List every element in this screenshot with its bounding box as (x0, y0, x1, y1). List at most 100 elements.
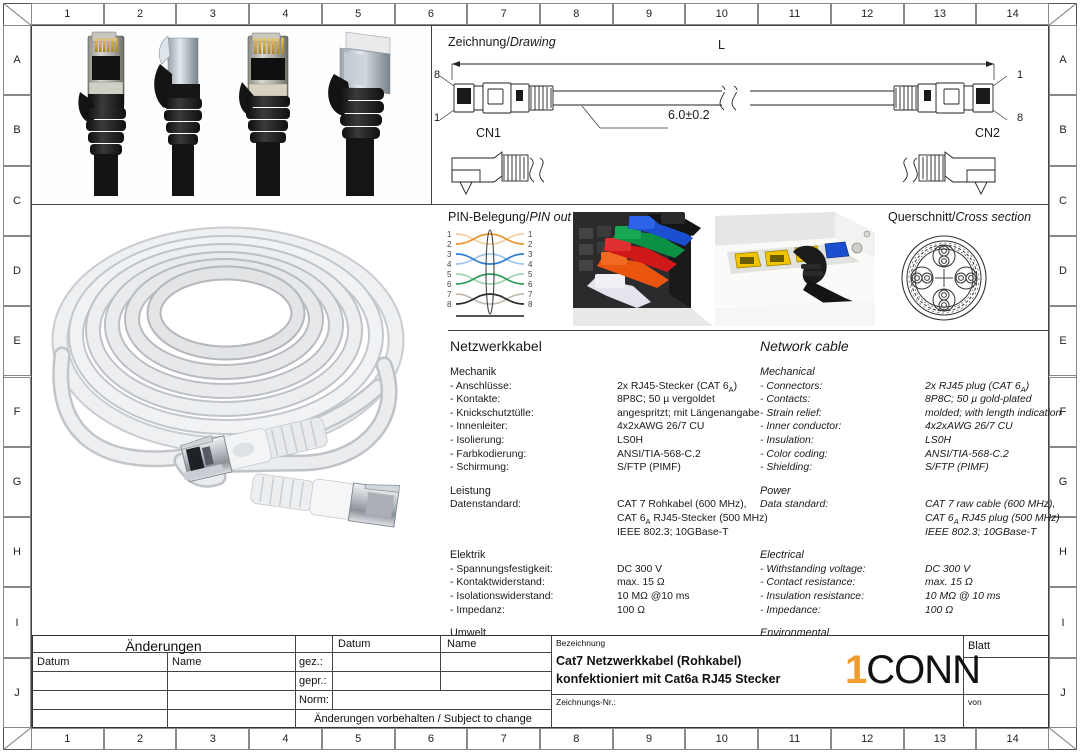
grid-ref-col-11: 11 (758, 728, 831, 750)
tb-hline-1 (32, 671, 295, 672)
tb-hline-drawing-no (551, 694, 1049, 695)
spec-row-value: ANSI/TIA-568-C.2 (617, 448, 701, 460)
drawing-section-title: Zeichnung/Drawing (448, 35, 556, 49)
tb-hline-gez (295, 671, 551, 672)
grid-ref-row-F: F (3, 376, 31, 447)
spec-group-title: Mechanical (760, 366, 815, 378)
tb-hline-3 (32, 709, 295, 710)
grid-ref-col-12: 12 (830, 3, 904, 25)
spec-row-label: - Knickschutztülle: (450, 407, 534, 419)
tb-norm-label: Norm: (299, 694, 329, 706)
spec-row-value: 10 MΩ @10 ms (617, 591, 690, 602)
grid-ref-row-H: H (1049, 517, 1077, 588)
logo-numeral-one: 1 (845, 648, 867, 692)
spec-row-label: - Contacts: (760, 394, 811, 406)
pin-label-cn2-bottom: 8 (1017, 112, 1024, 124)
grid-ref-col-7: 7 (467, 728, 540, 750)
spec-row-label: - Color coding: (760, 448, 828, 460)
svg-text:3: 3 (447, 250, 452, 259)
spec-row-value: max. 15 Ω (925, 577, 973, 589)
svg-text:6: 6 (528, 280, 533, 289)
spec-row-label: - Isolierung: (450, 435, 505, 446)
tb-hline-changes (32, 652, 295, 653)
cable-assembly-drawing (439, 61, 1008, 196)
svg-text:5: 5 (447, 270, 452, 279)
grid-ref-col-5: 5 (321, 3, 395, 25)
spec-row-label: - Isolationswiderstand: (450, 591, 554, 602)
pinout-title-en: PIN out (529, 210, 571, 224)
length-dimension-label: L (718, 38, 725, 52)
grid-ref-col-13: 13 (903, 728, 977, 750)
tb-hline-blatt (963, 657, 1049, 658)
spec-row-label: - Contact resistance: (760, 577, 856, 589)
grid-ref-col-4: 4 (249, 3, 322, 25)
spec-row-label: - Kontakte: (450, 394, 501, 406)
tb-hline-2 (32, 690, 295, 691)
svg-text:2: 2 (447, 240, 452, 249)
cross-section-title: Querschnitt/Cross section (888, 210, 1031, 224)
spec-group-title: Elektrik (450, 549, 486, 562)
spec-row-label: - Schirmung: (450, 462, 509, 474)
connector-2-label: CN2 (975, 126, 1001, 140)
tb-blatt-label: Blatt (968, 640, 991, 652)
spec-row-value: molded; with length indication (925, 407, 1062, 419)
vertical-divider-drawing (431, 26, 432, 204)
grid-ref-col-3: 3 (176, 3, 250, 25)
router-ports-photo (715, 212, 875, 326)
drawing-title-en: Drawing (509, 35, 556, 49)
spec-row-label: - Impedance: (760, 604, 821, 616)
grid-ref-col-5: 5 (321, 728, 395, 750)
spec-row-label: - Anschlüsse: (450, 380, 512, 392)
spec-row-label: - Kontaktwiderstand: (450, 577, 545, 589)
pin-label-cn2-top: 1 (1017, 69, 1024, 81)
spec-row-value: max. 15 Ω (617, 577, 665, 589)
tb-subject-to-change: Änderungen vorbehalten / Subject to chan… (314, 713, 532, 725)
spec-row-label: - Insulation resistance: (760, 591, 864, 602)
spec-row-value: 2x RJ45-Stecker (CAT 6A) (617, 380, 738, 394)
grid-ref-col-9: 9 (612, 728, 686, 750)
spec-row-value: CAT 7 raw cable (600 MHz), (925, 499, 1056, 511)
grid-ref-col-8: 8 (540, 3, 613, 25)
section-divider-upper (32, 204, 1049, 205)
grid-ref-row-I: I (3, 587, 31, 658)
drawing-title-de: Zeichnung/ (448, 35, 510, 49)
tb-designation-line1: Cat7 Netzwerkkabel (Rohkabel) (556, 654, 742, 668)
grid-ref-col-6: 6 (394, 728, 468, 750)
spec-row-label: - Insulation: (760, 435, 814, 446)
tb-sep-gez-col (332, 635, 333, 709)
svg-text:4: 4 (528, 260, 533, 269)
svg-text:7: 7 (447, 290, 452, 299)
cable-diameter-label: 6.0±0.2 (668, 108, 710, 122)
spec-group-title: Power (760, 484, 791, 497)
spec-row-label: - Strain relief: (760, 407, 822, 419)
spec-row-value: IEEE 802.3; 10GBase-T (617, 526, 729, 538)
spec-row-value: 2x RJ45 plug (CAT 6A) (925, 380, 1030, 394)
grid-ref-col-7: 7 (467, 3, 540, 25)
grid-ref-row-H: H (3, 517, 31, 588)
svg-text:1: 1 (528, 230, 533, 239)
spec-row-label: Datenstandard: (450, 499, 522, 511)
spec-row-value: 8P8C; 50 µ vergoldet (617, 394, 715, 406)
tb-hline-gez-top (295, 652, 551, 653)
tb-rev-name: Name (447, 638, 477, 650)
tb-col-name: Name (172, 656, 202, 668)
spec-row-value: CAT 6A RJ45-Stecker (500 MHz) (617, 513, 768, 527)
tb-gez-label: gez.: (299, 656, 323, 668)
grid-ref-row-B: B (3, 95, 31, 166)
grid-ref-row-F: F (1049, 376, 1077, 447)
grid-ref-col-14: 14 (976, 3, 1049, 25)
spec-row-value: 4x2xAWG 26/7 CU (925, 421, 1013, 433)
switch-ports-photo (573, 212, 713, 326)
spec-row-label: - Spannungsfestigkeit: (450, 563, 553, 575)
grid-ref-col-14: 14 (976, 728, 1049, 750)
grid-ref-col-3: 3 (176, 728, 250, 750)
grid-ref-col-1: 1 (31, 728, 104, 750)
svg-text:1: 1 (447, 230, 452, 239)
spec-row-value: IEEE 802.3; 10GBase-T (925, 526, 1037, 538)
pin-label-cn1-top: 8 (434, 69, 441, 81)
grid-ref-col-2: 2 (103, 728, 177, 750)
grid-ref-col-9: 9 (612, 3, 686, 25)
spec-row-value: 8P8C; 50 µ gold-plated (925, 394, 1032, 406)
grid-ref-row-B: B (1049, 95, 1077, 166)
